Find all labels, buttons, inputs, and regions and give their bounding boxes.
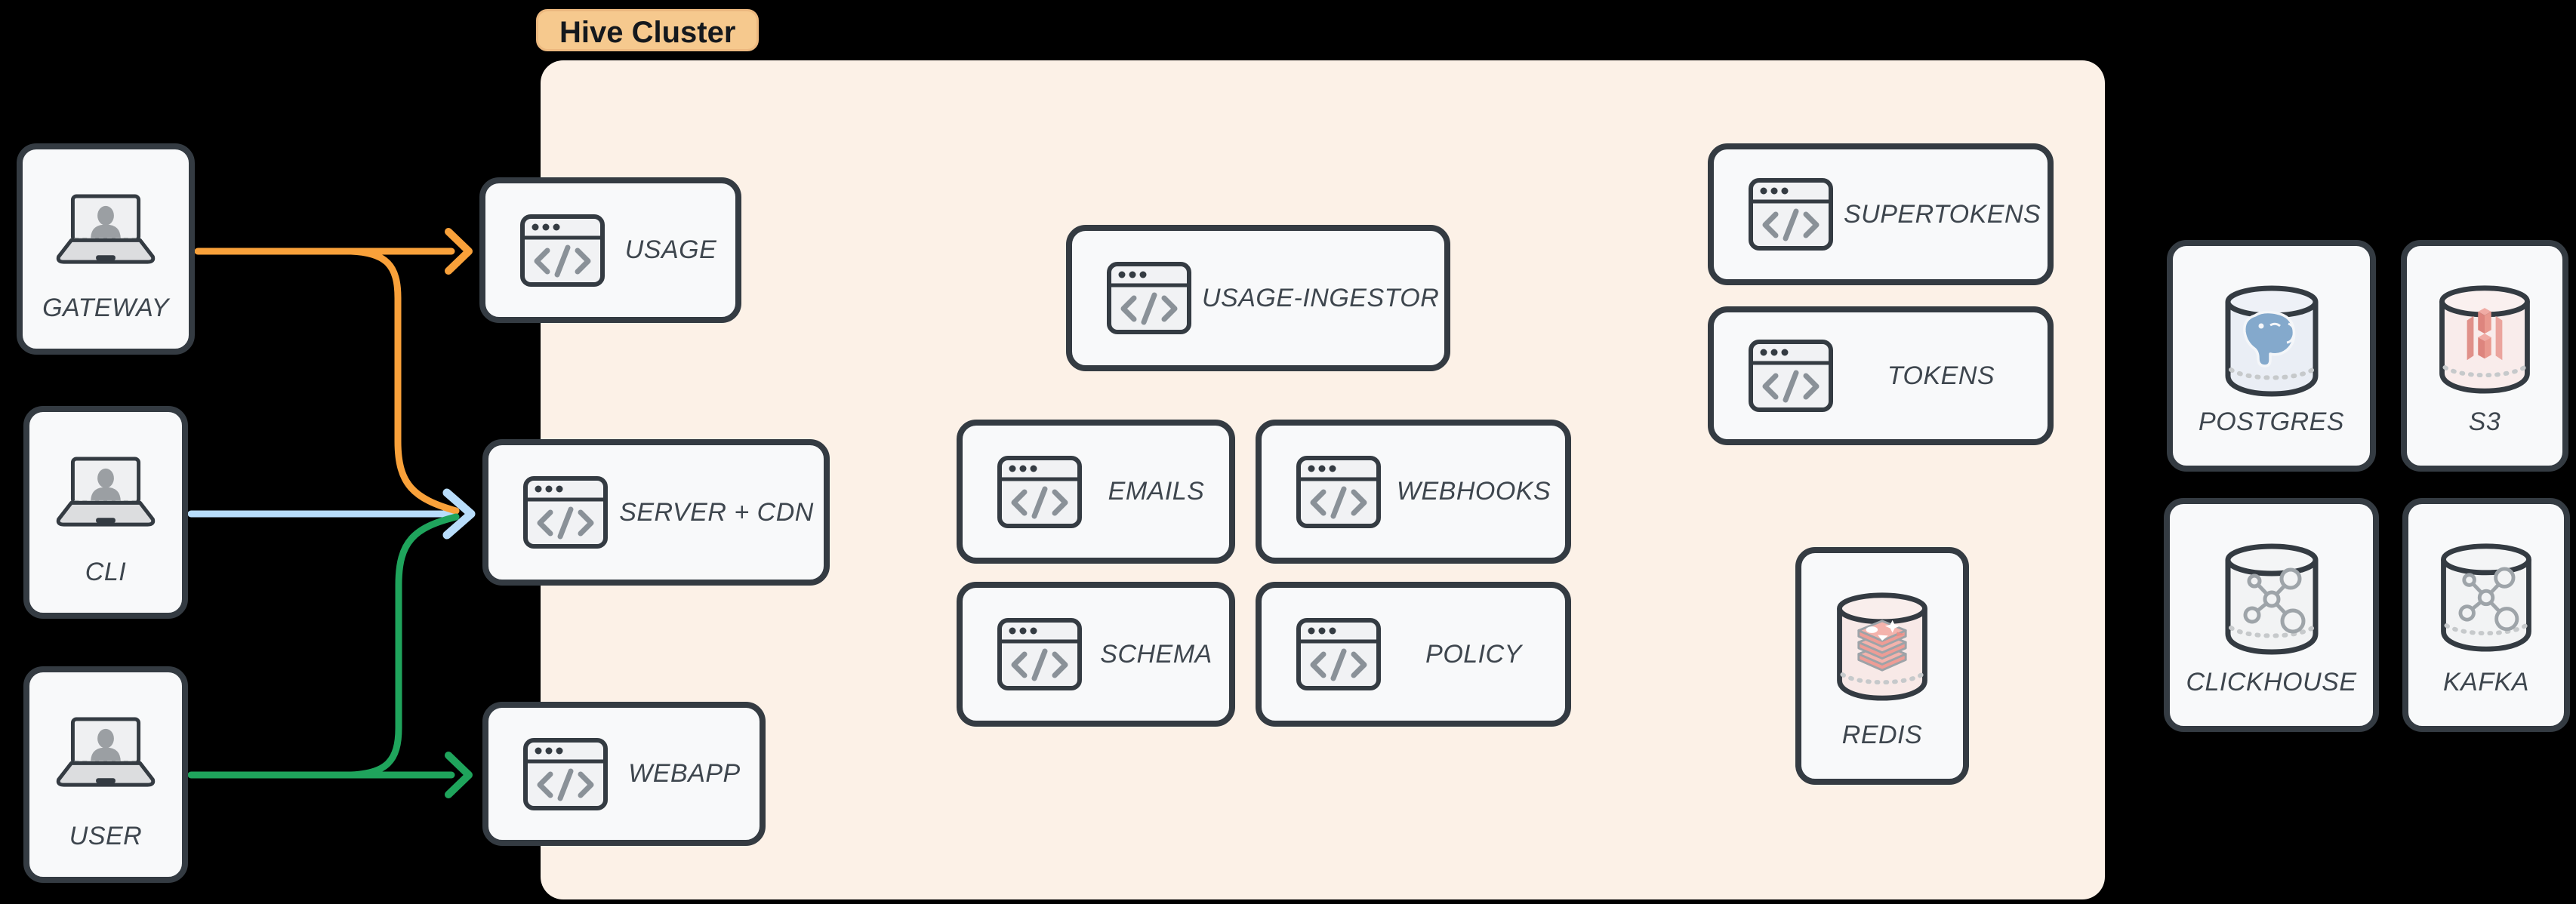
code-window-icon (522, 736, 609, 812)
node-policy-label: POLICY (1425, 639, 1522, 669)
node-s3-label: S3 (2468, 407, 2501, 436)
code-window-icon (519, 213, 606, 288)
node-clickhouse: CLICKHOUSE (2164, 498, 2379, 732)
edge-gateway-to-usage-arrowhead (445, 228, 473, 275)
redis-database-icon (1832, 589, 1933, 701)
code-window-icon (996, 454, 1083, 530)
code-window-icon (1747, 177, 1835, 252)
clickhouse-database-icon (2217, 540, 2327, 655)
node-gateway: GATEWAY (17, 143, 195, 355)
node-webhooks-label: WEBHOOKS (1396, 477, 1551, 506)
node-webapp: WEBAPP (482, 702, 766, 846)
node-postgres-label: POSTGRES (2199, 407, 2344, 436)
node-usage-ingestor: USAGE-INGESTOR (1066, 225, 1450, 371)
node-gateway-label: GATEWAY (42, 294, 169, 322)
code-window-icon (1295, 617, 1382, 692)
hive-cluster-badge: Hive Cluster (536, 9, 760, 51)
node-postgres: POSTGRES (2167, 240, 2376, 472)
laptop-user-icon (48, 456, 163, 533)
node-schema: SCHEMA (957, 582, 1235, 727)
node-emails-label: EMAILS (1108, 477, 1205, 506)
s3-database-icon (2434, 282, 2535, 394)
node-user-label: USER (69, 822, 143, 850)
node-policy: POLICY (1256, 582, 1571, 727)
code-window-icon (1105, 260, 1193, 336)
node-kafka-label: KAFKA (2443, 668, 2529, 696)
node-clickhouse-label: CLICKHOUSE (2186, 668, 2357, 696)
postgres-database-icon (2217, 282, 2327, 397)
node-emails: EMAILS (957, 420, 1235, 564)
code-window-icon (1747, 338, 1835, 414)
edge-user-to-server-cdn (347, 513, 460, 779)
node-webhooks: WEBHOOKS (1256, 420, 1571, 564)
node-redis: REDIS (1795, 547, 1969, 785)
node-usage-ingestor-label: USAGE-INGESTOR (1202, 283, 1440, 312)
node-tokens: TOKENS (1708, 306, 2054, 445)
node-tokens-label: TOKENS (1887, 361, 1995, 390)
kafka-database-icon (2436, 540, 2537, 652)
node-schema-label: SCHEMA (1100, 639, 1213, 669)
node-user: USER (23, 666, 188, 883)
node-usage-label: USAGE (624, 235, 717, 264)
edge-cli-to-server-cdn-arrowhead (442, 488, 476, 540)
edge-gateway-to-server-cdn (347, 248, 460, 515)
node-cli: CLI (23, 406, 188, 619)
edge-user-to-webapp-arrowhead (445, 752, 473, 798)
laptop-user-icon (48, 193, 163, 271)
code-window-icon (522, 475, 609, 550)
code-window-icon (996, 617, 1083, 692)
code-window-icon (1295, 454, 1382, 530)
laptop-user-icon (48, 716, 163, 794)
node-server-cdn: SERVER + CDN (482, 439, 830, 586)
node-redis-label: REDIS (1841, 721, 1923, 749)
node-cli-label: CLI (85, 558, 127, 586)
node-usage: USAGE (479, 177, 741, 323)
node-server-cdn-label: SERVER + CDN (619, 497, 814, 527)
node-webapp-label: WEBAPP (628, 759, 741, 788)
node-s3: S3 (2401, 240, 2568, 472)
node-kafka: KAFKA (2402, 498, 2570, 732)
node-supertokens: SUPERTOKENS (1708, 143, 2054, 285)
node-supertokens-label: SUPERTOKENS (1844, 199, 2041, 229)
